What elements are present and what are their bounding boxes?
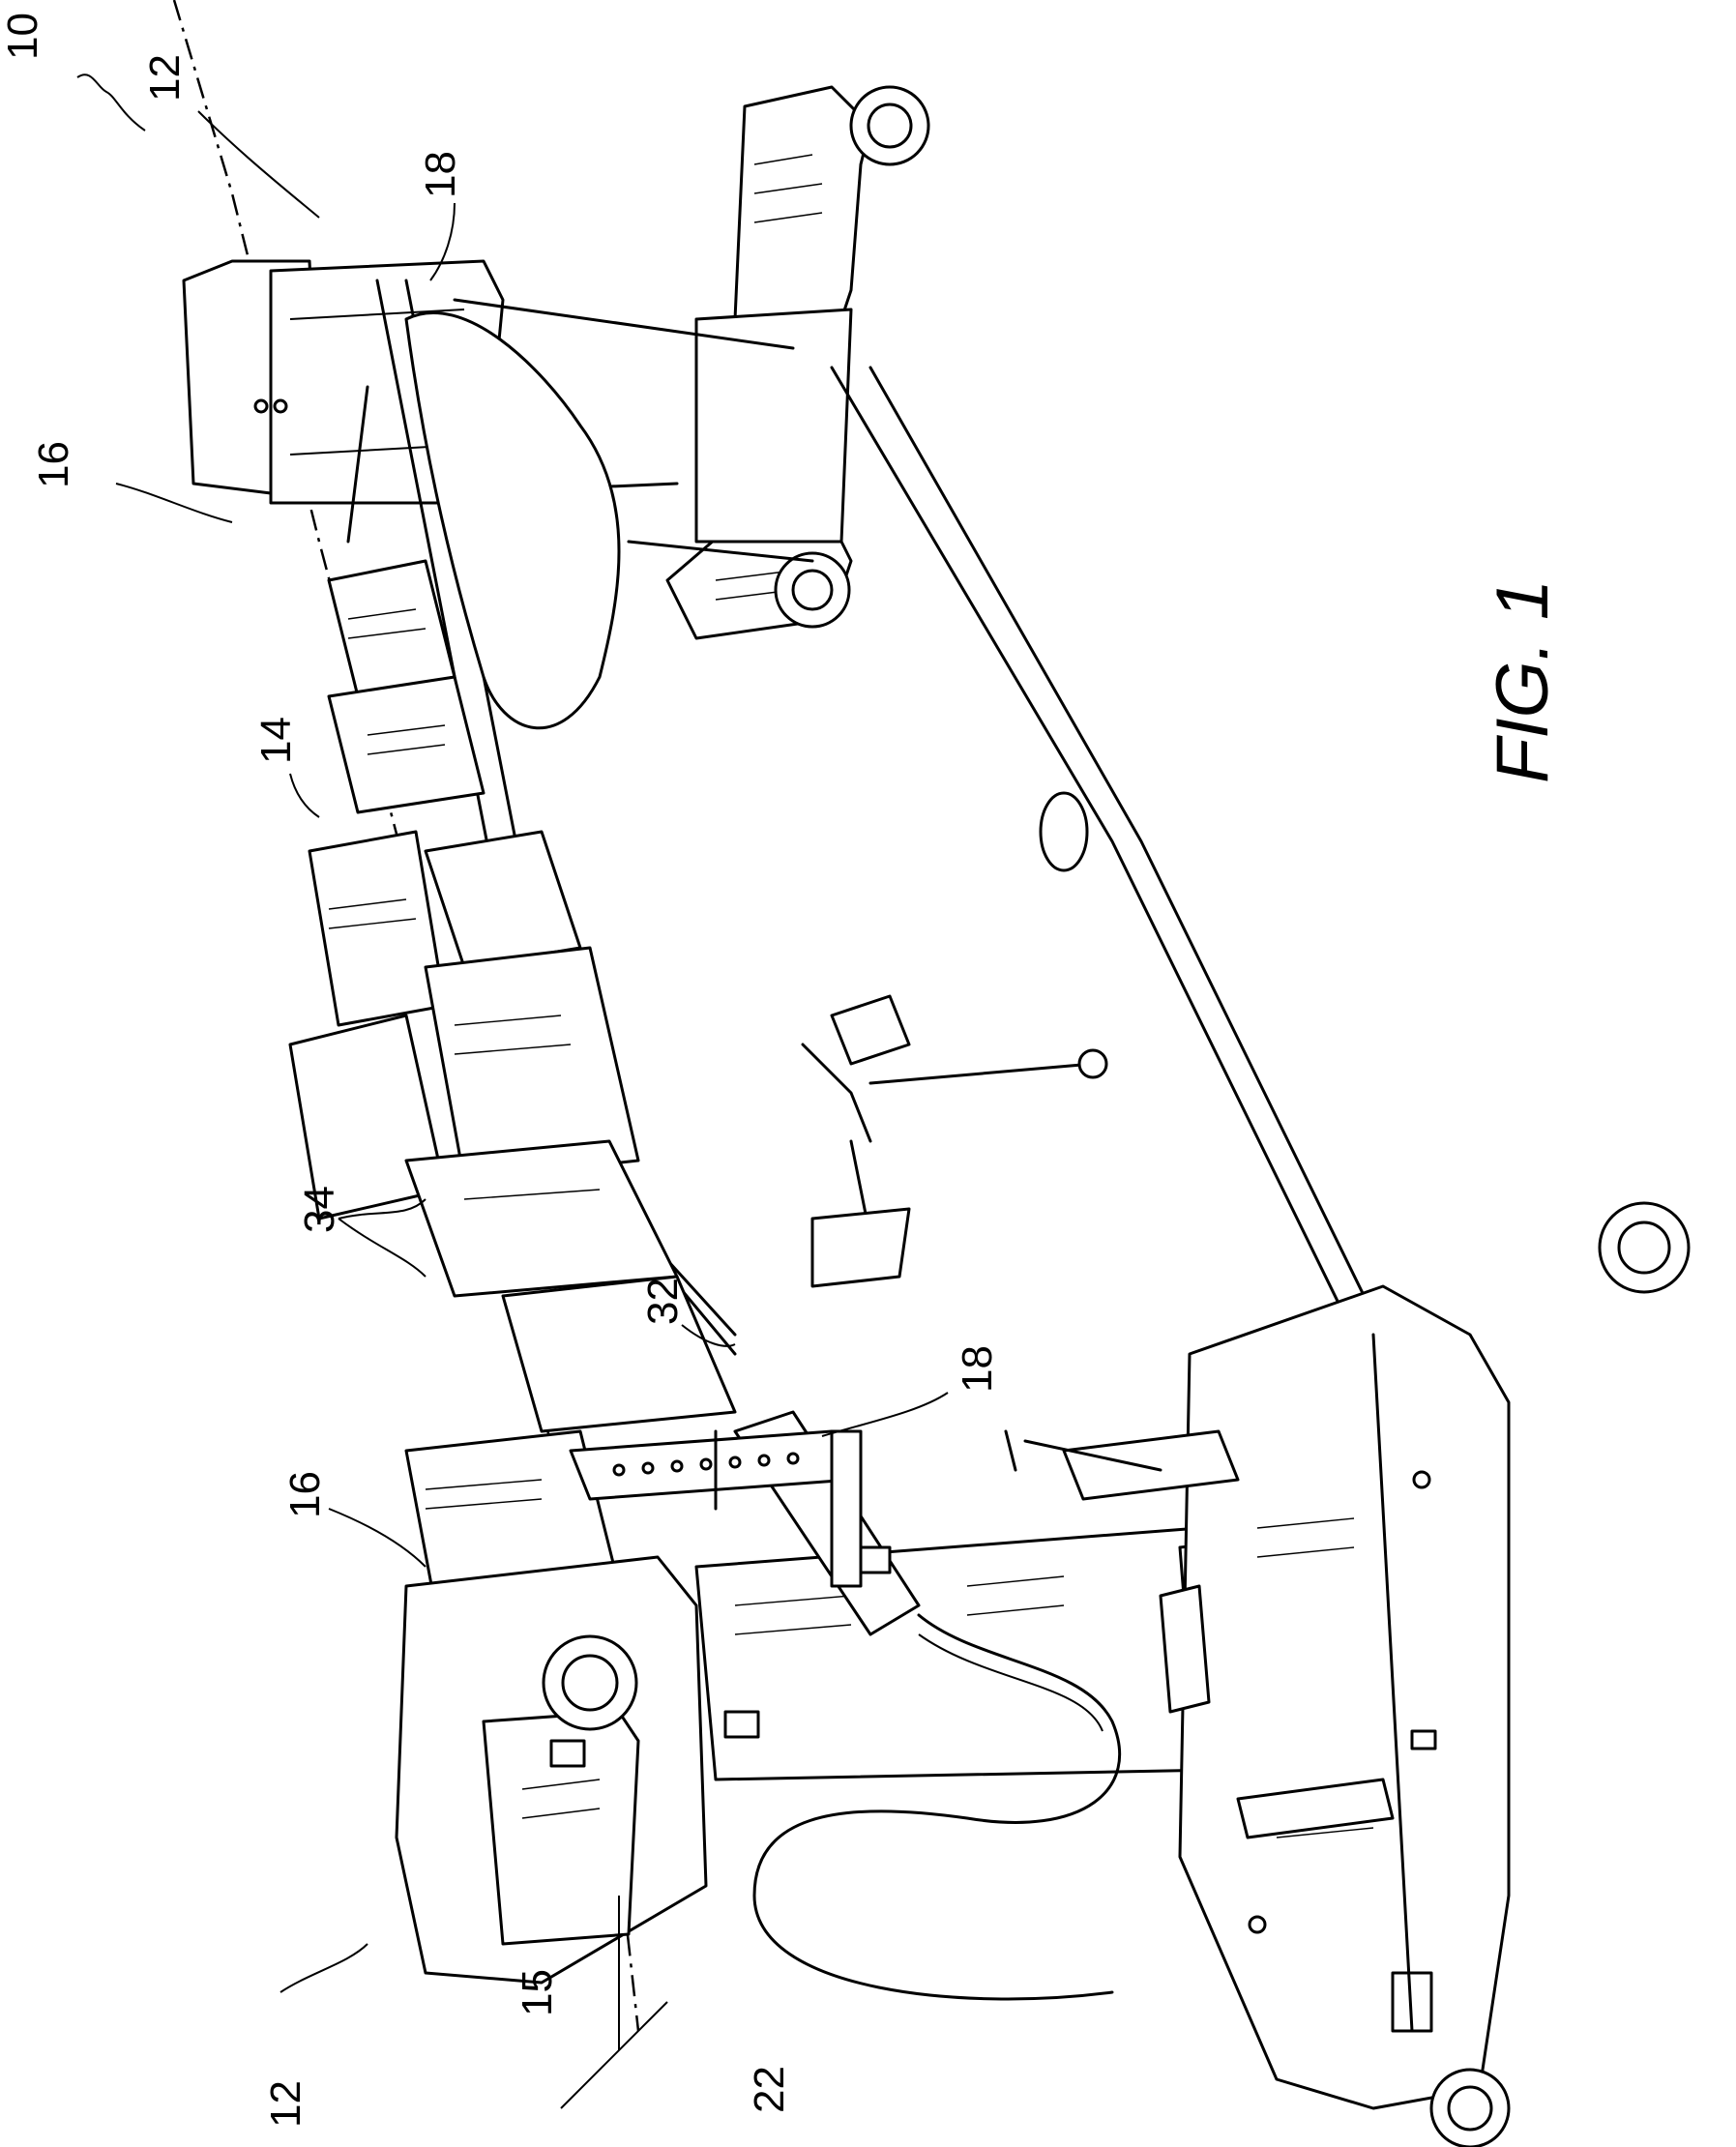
label-16-top: 16 (30, 441, 77, 488)
label-22: 22 (746, 2066, 793, 2113)
far-end-base (667, 87, 928, 638)
label-15: 15 (514, 1969, 561, 2016)
label-34: 34 (296, 1186, 343, 1233)
label-12-top: 12 (141, 54, 189, 102)
label-12-bottom: 12 (262, 2080, 309, 2128)
label-10: 10 (0, 13, 46, 60)
label-32: 32 (639, 1278, 687, 1325)
figure-caption: FIG. 1 (1482, 579, 1564, 783)
side-arm-assembly (803, 996, 1106, 1286)
label-14: 14 (252, 717, 300, 764)
label-18-bottom: 18 (954, 1345, 1001, 1393)
label-16-bottom: 16 (281, 1471, 329, 1518)
patient-support-pads (290, 561, 735, 1741)
label-18-top: 18 (417, 151, 464, 198)
